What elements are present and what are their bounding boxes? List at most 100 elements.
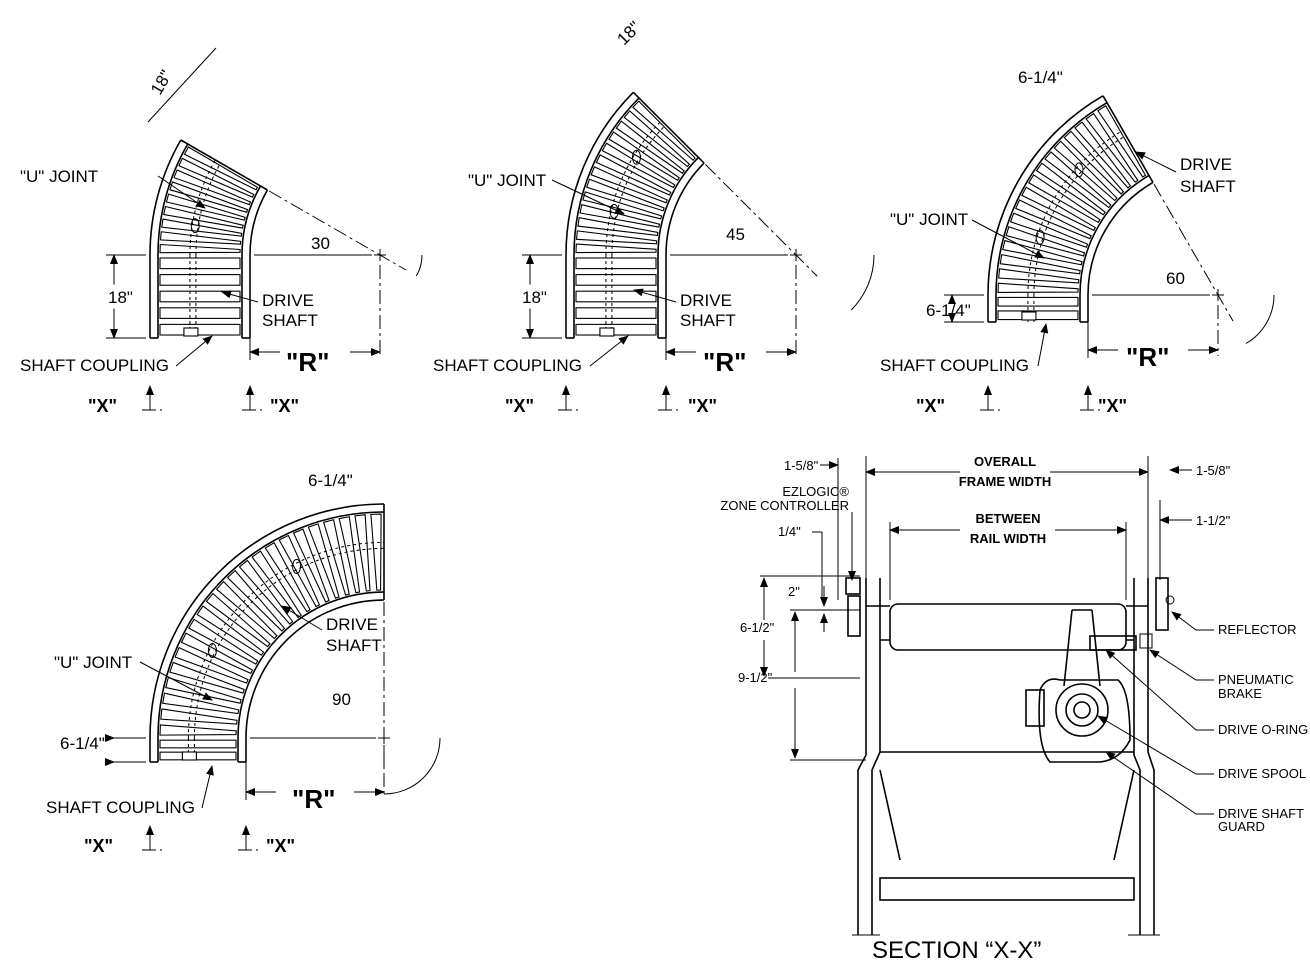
width-dimension-label: 18" <box>613 18 644 49</box>
roller <box>623 110 691 168</box>
drive-shaft-label-2: SHAFT <box>326 636 382 655</box>
roller <box>322 519 350 596</box>
six-half-label: 6-1/2" <box>740 620 775 635</box>
roller <box>997 282 1079 293</box>
nine-half-label: 9-1/2" <box>738 670 773 685</box>
roller <box>205 592 271 648</box>
roller <box>585 178 665 212</box>
pneumatic-brake-label-2: BRAKE <box>1218 686 1262 701</box>
roller <box>169 181 249 214</box>
u-joint-label: "U" JOINT <box>468 171 546 190</box>
right-offset-label: 1-5/8" <box>1196 463 1231 478</box>
roller <box>264 542 311 613</box>
roller <box>1044 151 1112 209</box>
ezlogic-label-2: ZONE CONTROLLER <box>720 498 849 513</box>
photo-eye <box>847 595 861 637</box>
roller <box>608 131 680 181</box>
section-marker-right: "X" <box>1098 396 1127 416</box>
angle-arc <box>383 737 441 795</box>
section-marker-right: "X" <box>688 396 717 416</box>
roller <box>178 157 255 198</box>
coupling-leader <box>589 335 629 367</box>
shaft-coupling <box>181 751 197 761</box>
drive-spool-bore <box>1073 701 1091 719</box>
oring-leader <box>1105 649 1214 731</box>
radius-label: "R" <box>292 784 335 814</box>
roller <box>159 231 242 245</box>
coupling-leader <box>1037 323 1049 367</box>
leg-brace <box>879 769 1135 861</box>
width-dimension-label: 18" <box>147 67 176 98</box>
curve-60-geometry <box>944 95 1275 411</box>
roller <box>196 605 265 656</box>
curve-90-view: 6-1/4" 6-1/4" "U" JOINT DRIVE SHAFT SHAF… <box>46 471 441 856</box>
section-marker-right: "X" <box>266 836 295 856</box>
guard-bracket <box>1025 689 1045 727</box>
drive-shaft-line <box>1027 129 1124 296</box>
drive-spool-hub <box>1065 693 1099 727</box>
u-joint-label: "U" JOINT <box>54 653 132 672</box>
curve-30-geometry <box>106 47 423 411</box>
roller <box>174 646 249 684</box>
straight-length-label: 18" <box>108 288 133 307</box>
roller <box>159 323 241 336</box>
drive-shaft-line <box>1033 135 1127 296</box>
drive-shaft-label-1: DRIVE <box>1180 155 1232 174</box>
drive-shaft-label-1: DRIVE <box>262 291 314 310</box>
roller <box>370 513 382 591</box>
section-marker-left: "X" <box>84 836 113 856</box>
curve-90-geometry <box>106 503 441 851</box>
left-offset-label: 1-5/8" <box>784 458 819 473</box>
section-xx-view: OVERALL FRAME WIDTH BETWEEN RAIL WIDTH 1… <box>720 454 1308 964</box>
straight-length-label: 18" <box>522 288 547 307</box>
roller <box>161 218 243 237</box>
conveyor-roller <box>889 603 1127 651</box>
width-dimension-label: 6-1/4" <box>308 471 353 490</box>
roller <box>169 661 245 694</box>
roller <box>1005 226 1086 257</box>
u-joint-label: "U" JOINT <box>890 210 968 229</box>
roller <box>1021 186 1097 232</box>
drive-shaft-guard-label-1: DRIVE SHAFT <box>1218 806 1304 821</box>
roller <box>251 550 302 619</box>
drive-shaft-line <box>605 120 662 256</box>
roller <box>160 708 238 725</box>
reflector-leader <box>1171 611 1214 631</box>
brake-fitting <box>1139 633 1153 649</box>
roller <box>997 310 1079 321</box>
centerline-angle <box>1153 183 1234 322</box>
inner-rail-arc <box>1079 174 1150 296</box>
curve-end-cap <box>1102 95 1154 183</box>
shaft-coupling-label: SHAFT COUPLING <box>880 356 1029 375</box>
angle-label: 45 <box>726 225 745 244</box>
roller <box>1074 121 1132 189</box>
ezlogic-label-1: EZLOGIC® <box>782 484 849 499</box>
angle-arc <box>415 254 423 277</box>
guard-leader <box>1105 751 1214 815</box>
roller <box>159 290 241 303</box>
drive-shaft-guard <box>1038 678 1131 763</box>
overall-frame-width-label-1: OVERALL <box>974 454 1036 469</box>
drive-shaft-label-2: SHAFT <box>680 311 736 330</box>
reflector <box>1155 577 1169 631</box>
roller <box>632 100 696 161</box>
u-joint-leader <box>157 175 206 209</box>
centerline-angle <box>268 190 407 271</box>
roller <box>997 296 1079 307</box>
roller <box>590 166 668 204</box>
radius-label: "R" <box>1126 342 1169 372</box>
roller <box>183 146 259 191</box>
roller <box>1063 130 1125 195</box>
roller <box>215 580 278 640</box>
section-marker-left: "X" <box>88 396 117 416</box>
reflector-bolt <box>1165 595 1175 605</box>
section-marker-left: "X" <box>916 396 945 416</box>
roller <box>159 724 237 736</box>
roller <box>1085 112 1139 183</box>
coupling-leader <box>201 765 214 809</box>
u-joint-leader <box>971 219 1045 259</box>
angle-arc <box>850 254 875 311</box>
roller <box>159 243 241 254</box>
roller <box>575 230 658 245</box>
